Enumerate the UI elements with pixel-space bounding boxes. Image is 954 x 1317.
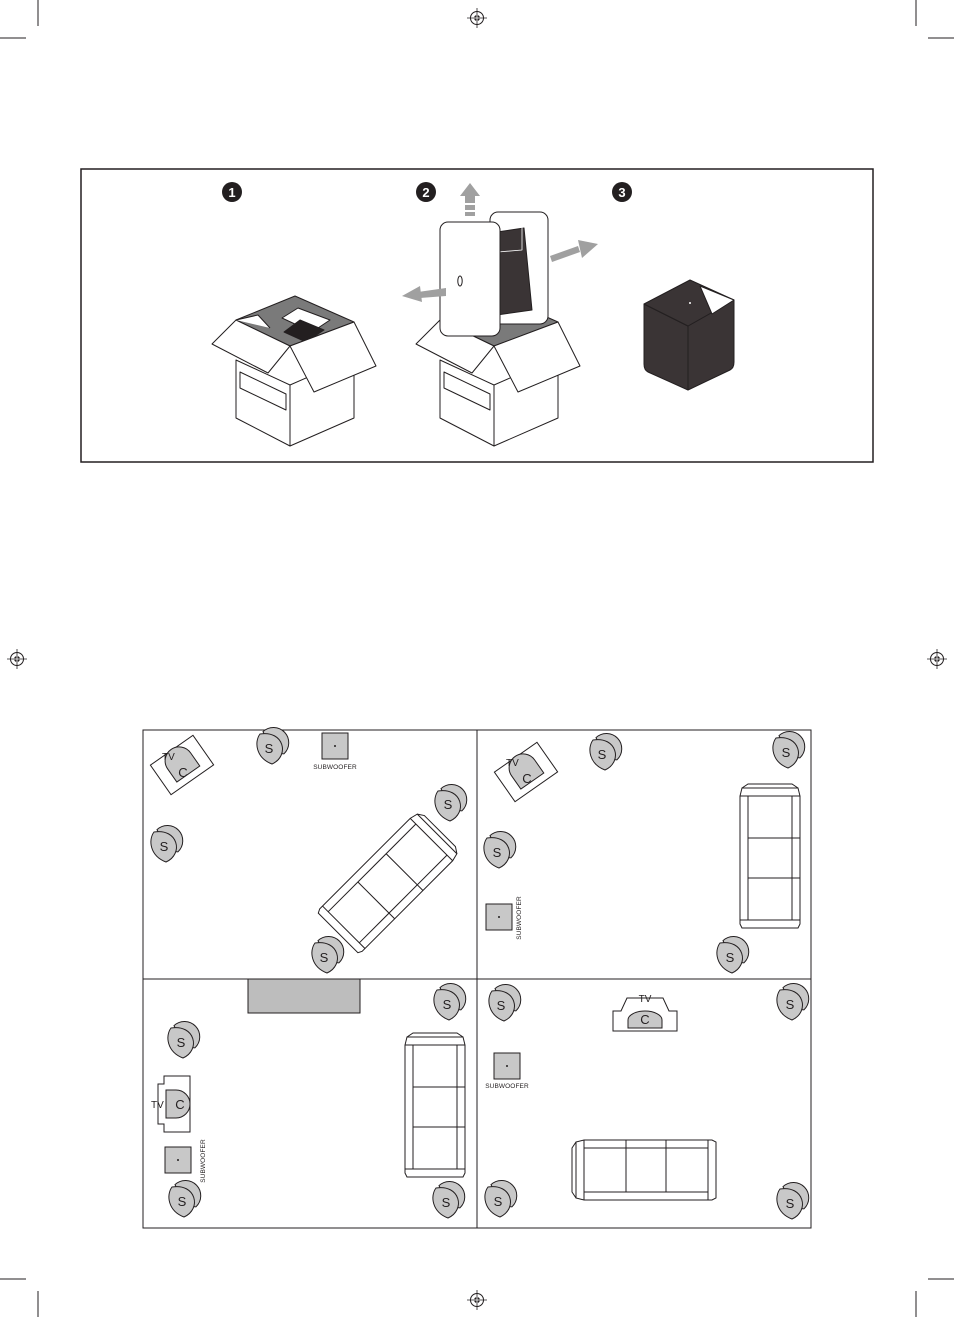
surround-label: S: [178, 1194, 187, 1209]
product-with-packing: [440, 212, 548, 336]
center-speaker-label: C: [178, 765, 187, 780]
surround-label: S: [160, 839, 169, 854]
surround-label: S: [444, 797, 453, 812]
sofa: [572, 1140, 716, 1200]
surround-label: S: [782, 745, 791, 760]
registration-mark-icon: [927, 649, 947, 669]
tv-label: TV: [151, 1100, 164, 1111]
sofa: [317, 810, 461, 954]
surround-label: S: [442, 1195, 451, 1210]
surround-speaker: [590, 731, 625, 770]
step-number-icon: 1: [222, 182, 242, 202]
subwoofer-label: SUBWOOFER: [313, 764, 357, 771]
surround-speaker: [435, 782, 470, 821]
subwoofer: [486, 904, 512, 930]
subwoofer: [494, 1053, 520, 1079]
tv-stand: [248, 979, 360, 1013]
surround-label: S: [494, 1194, 503, 1209]
sofa: [405, 1033, 465, 1177]
surround-label: S: [177, 1035, 186, 1050]
surround-speaker: [485, 1178, 520, 1217]
open-box-step-1: [212, 296, 376, 446]
step-number-icon: 2: [416, 182, 436, 202]
surround-speaker: [151, 823, 186, 862]
surround-label: S: [726, 950, 735, 965]
registration-mark-icon: [467, 1290, 487, 1310]
subwoofer-label: SUBWOOFER: [200, 1139, 207, 1183]
registration-mark-icon: [7, 649, 27, 669]
surround-speaker: [777, 981, 812, 1020]
surround-label: S: [493, 845, 502, 860]
surround-speaker: [434, 981, 469, 1020]
surround-speaker: [489, 982, 524, 1021]
layout-panel-1: TV C S S S S SUBWOOFER: [150, 725, 470, 973]
surround-speaker: [257, 725, 292, 764]
surround-speaker: [773, 729, 808, 768]
registration-mark-icon: [467, 8, 487, 28]
surround-speaker: [433, 1179, 468, 1218]
layout-panel-2: TV C S S S S SUBWOOFER: [484, 729, 808, 973]
layout-panel-4: TV C S S S S SUBWOOFER: [485, 981, 812, 1219]
subwoofer-label: SUBWOOFER: [485, 1083, 529, 1090]
subwoofer: [322, 733, 348, 759]
surround-label: S: [786, 1196, 795, 1211]
surround-speaker: [484, 829, 519, 868]
surround-label: S: [497, 998, 506, 1013]
step-3-label: 3: [618, 185, 625, 200]
center-speaker-label: C: [640, 1012, 649, 1027]
layout-panel-3: TV C S S S S SUBWOOFER: [151, 979, 469, 1218]
surround-label: S: [265, 741, 274, 756]
surround-label: S: [443, 997, 452, 1012]
tv-label: TV: [639, 994, 652, 1005]
center-speaker-label: C: [522, 771, 531, 786]
subwoofer-label: SUBWOOFER: [516, 896, 523, 940]
surround-label: S: [786, 997, 795, 1012]
subwoofer: [165, 1147, 191, 1173]
tv-label: TV: [506, 758, 519, 769]
surround-speaker: [777, 1180, 812, 1219]
surround-label: S: [320, 950, 329, 965]
center-speaker-label: C: [175, 1097, 184, 1112]
step-1-label: 1: [228, 185, 235, 200]
tv-label: TV: [162, 752, 175, 763]
surround-speaker: [168, 1019, 203, 1058]
product-cube: [644, 280, 734, 390]
step-2-label: 2: [422, 185, 429, 200]
surround-label: S: [598, 747, 607, 762]
surround-speaker: [169, 1178, 204, 1217]
surround-speaker: [312, 934, 347, 973]
surround-speaker: [717, 934, 752, 973]
step-number-icon: 3: [612, 182, 632, 202]
sofa: [740, 784, 800, 928]
